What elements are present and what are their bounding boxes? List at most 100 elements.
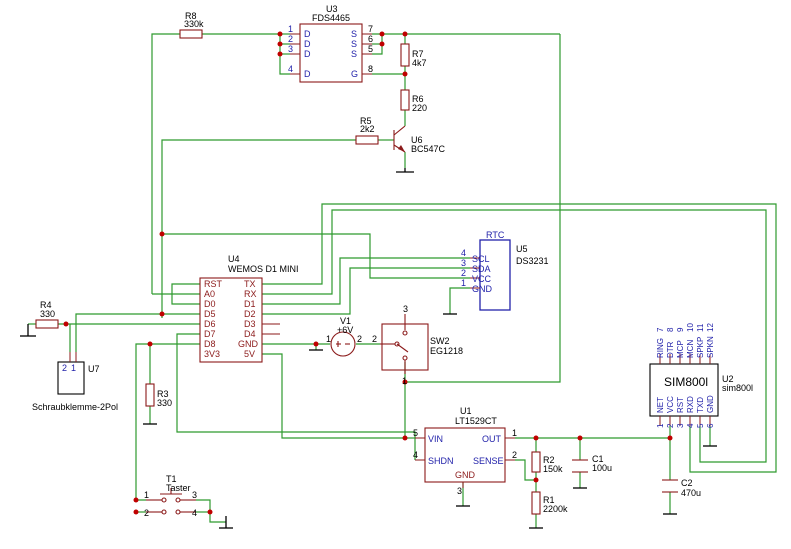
svg-text:GND: GND [238,339,259,349]
svg-text:SCL: SCL [472,254,490,264]
svg-text:100u: 100u [592,463,612,473]
svg-text:4: 4 [192,508,197,518]
resistor-r6: R6 220 [400,89,427,113]
u3-ref: U3 [326,4,338,14]
svg-text:6: 6 [706,423,715,428]
svg-text:SHDN: SHDN [428,456,454,466]
svg-text:SENSE: SENSE [473,456,504,466]
resistor-r1: R1 2200k [531,491,568,515]
svg-text:LT1529CT: LT1529CT [455,416,497,426]
svg-text:3: 3 [288,44,293,54]
svg-text:SDA: SDA [472,264,491,274]
svg-text:2: 2 [461,268,466,278]
svg-text:8: 8 [666,327,675,332]
svg-text:U5: U5 [516,244,528,254]
svg-text:1: 1 [402,376,407,386]
svg-text:V1: V1 [340,316,351,326]
svg-text:2: 2 [372,334,377,344]
svg-text:4: 4 [686,423,695,428]
svg-text:VCC: VCC [472,274,492,284]
svg-text:SW2: SW2 [430,336,450,346]
svg-text:VCC: VCC [666,396,675,413]
resistor-r4: R4 330 [35,300,59,329]
svg-text:RX: RX [244,289,257,299]
svg-text:Taster: Taster [166,483,191,493]
svg-text:D2: D2 [244,309,256,319]
svg-text:D7: D7 [204,329,216,339]
switch-sw2: 3 2 1 SW2 EG1218 [372,304,463,386]
gsm-u2: SIM800l U2 sim800l RING DTR MCP MCN SPKP… [649,323,753,428]
svg-text:11: 11 [696,323,705,332]
resistor-r7: R7 4k7 [400,43,427,68]
svg-text:C1: C1 [592,454,604,464]
svg-text:1: 1 [512,428,517,438]
svg-text:GND: GND [455,470,476,480]
resistor-r5: R5 2k2 [355,116,379,145]
svg-text:GND: GND [706,395,715,413]
svg-text:2200k: 2200k [543,504,568,514]
svg-text:C2: C2 [681,478,693,488]
svg-text:6: 6 [368,34,373,44]
svg-text:D8: D8 [204,339,216,349]
svg-text:VIN: VIN [428,434,443,444]
svg-text:D: D [304,49,311,59]
svg-text:MCP: MCP [676,340,685,358]
svg-text:4: 4 [288,64,293,74]
svg-text:T1: T1 [166,474,177,484]
junctions [63,31,673,515]
svg-text:BC547C: BC547C [411,144,446,154]
svg-text:RING: RING [656,338,665,358]
svg-text:7: 7 [656,327,665,332]
ground-symbols [20,168,717,529]
svg-text:D: D [304,69,311,79]
svg-text:5: 5 [368,44,373,54]
svg-text:470u: 470u [681,488,701,498]
svg-text:R6: R6 [412,94,424,104]
svg-text:R3: R3 [157,389,169,399]
svg-text:4: 4 [413,450,418,460]
svg-text:D: D [304,39,311,49]
svg-text:2: 2 [288,34,293,44]
svg-text:MCN: MCN [686,340,695,358]
svg-text:7: 7 [368,24,373,34]
svg-text:D3: D3 [244,319,256,329]
svg-text:5: 5 [696,423,705,428]
svg-text:2: 2 [62,363,67,373]
svg-text:R5: R5 [360,116,372,126]
svg-text:3: 3 [461,258,466,268]
svg-text:1: 1 [326,334,331,344]
svg-text:10: 10 [686,323,695,332]
svg-text:150k: 150k [543,464,563,474]
capacitor-c1: C1 100u [572,454,612,473]
svg-text:4: 4 [461,248,466,258]
wemos-u4: U4 WEMOS D1 MINI RST A0 D0 D5 D6 D7 D8 3… [199,254,299,363]
svg-text:D1: D1 [244,299,256,309]
mosfet-u3: U3 FDS4465 D D D D 1 2 3 4 S S S G 7 6 5… [288,4,373,83]
resistor-r8: R8 330k [179,11,204,39]
svg-text:G: G [351,69,358,79]
svg-text:U4: U4 [228,254,240,264]
terminal-u7: 2 1 U7 Schraubklemme-2Pol [32,352,118,412]
r8-value: 330k [184,19,204,29]
svg-text:330: 330 [157,398,172,408]
svg-text:U7: U7 [88,364,100,374]
gnd-u6 [396,168,414,173]
resistor-r2: R2 150k [531,451,563,474]
svg-text:D4: D4 [244,329,256,339]
svg-text:330: 330 [40,309,55,319]
svg-text:3: 3 [192,490,197,500]
svg-text:2: 2 [357,334,362,344]
svg-text:NET: NET [656,397,665,413]
pushbutton-t1: T1 Taster 1 2 3 4 [144,474,197,518]
svg-text:SPKP: SPKP [696,337,705,358]
svg-text:sim800l: sim800l [722,383,753,393]
svg-text:U1: U1 [460,406,472,416]
svg-text:2k2: 2k2 [360,124,375,134]
svg-text:1: 1 [144,490,149,500]
svg-text:D6: D6 [204,319,216,329]
svg-text:RST: RST [676,397,685,413]
gnd-r4 [20,324,36,337]
svg-text:1: 1 [461,278,466,288]
svg-text:2: 2 [144,508,149,518]
svg-text:D0: D0 [204,299,216,309]
